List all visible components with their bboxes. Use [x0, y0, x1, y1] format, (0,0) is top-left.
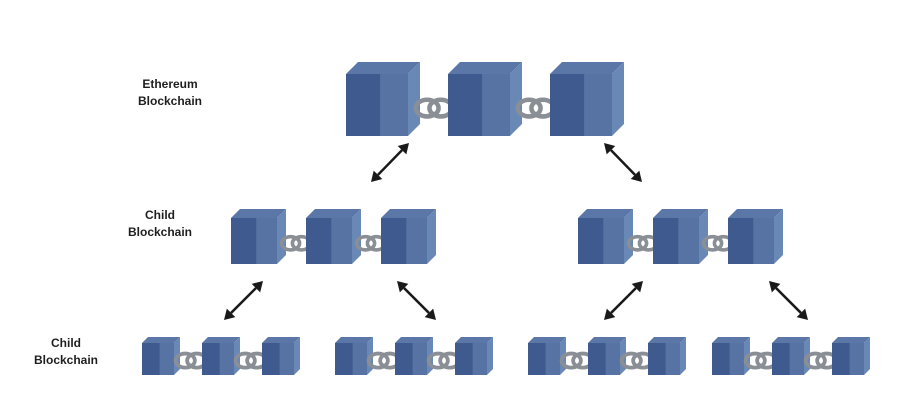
child-chain-b2-block-2	[772, 337, 810, 375]
arrow-child-a-to-a1	[224, 281, 263, 320]
ethereum-chain-block-3	[550, 62, 624, 136]
child-chain-b2-chain-link-1	[743, 351, 779, 370]
child-chain-b1-chain-link-1	[559, 351, 595, 370]
arrow-child-b-to-b1	[604, 281, 643, 320]
child-chain-a-block-1	[231, 209, 286, 264]
child-chain-b2-chain-link-2	[803, 351, 839, 370]
child-chain-b2-block-3	[832, 337, 870, 375]
ethereum-chain-block-2	[448, 62, 522, 136]
ethereum-chain-block-1	[346, 62, 420, 136]
child-chain-a2-chain-link-1	[366, 351, 402, 370]
child-blockchain-label-level1: Child Blockchain	[127, 208, 193, 239]
child-chain-a2-block-1	[335, 337, 373, 375]
child-chain-a1-block-1	[142, 337, 180, 375]
child-chain-a-block-2	[306, 209, 361, 264]
child-chain-a1-chain-link-1	[173, 351, 209, 370]
child-chain-b1-chain-link-2	[619, 351, 655, 370]
child-chain-a-block-3	[381, 209, 436, 264]
child-blockchain-label-level2: Child Blockchain	[33, 336, 99, 367]
child-chain-b2-block-1	[712, 337, 750, 375]
child-chain-a2-block-2	[395, 337, 433, 375]
child-chain-b-block-1	[578, 209, 633, 264]
ethereum-blockchain-label: Ethereum Blockchain	[137, 77, 203, 108]
arrow-child-a-to-a2	[397, 281, 436, 320]
ethereum-chain-chain-link-1	[413, 97, 455, 119]
arrow-ethereum-to-child-b	[604, 143, 642, 182]
child-chain-b1-block-3	[648, 337, 686, 375]
child-chain-a1-block-3	[262, 337, 300, 375]
child-chain-b1-block-2	[588, 337, 626, 375]
ethereum-chain-chain-link-2	[515, 97, 557, 119]
child-chain-a2-chain-link-2	[426, 351, 462, 370]
arrow-child-b-to-b2	[769, 281, 808, 320]
child-chain-b-block-2	[653, 209, 708, 264]
child-chain-a2-block-3	[455, 337, 493, 375]
arrow-ethereum-to-child-a	[371, 143, 409, 182]
child-chain-a1-block-2	[202, 337, 240, 375]
child-chain-b-block-3	[728, 209, 783, 264]
child-chain-a1-chain-link-2	[233, 351, 269, 370]
child-chain-b1-block-1	[528, 337, 566, 375]
